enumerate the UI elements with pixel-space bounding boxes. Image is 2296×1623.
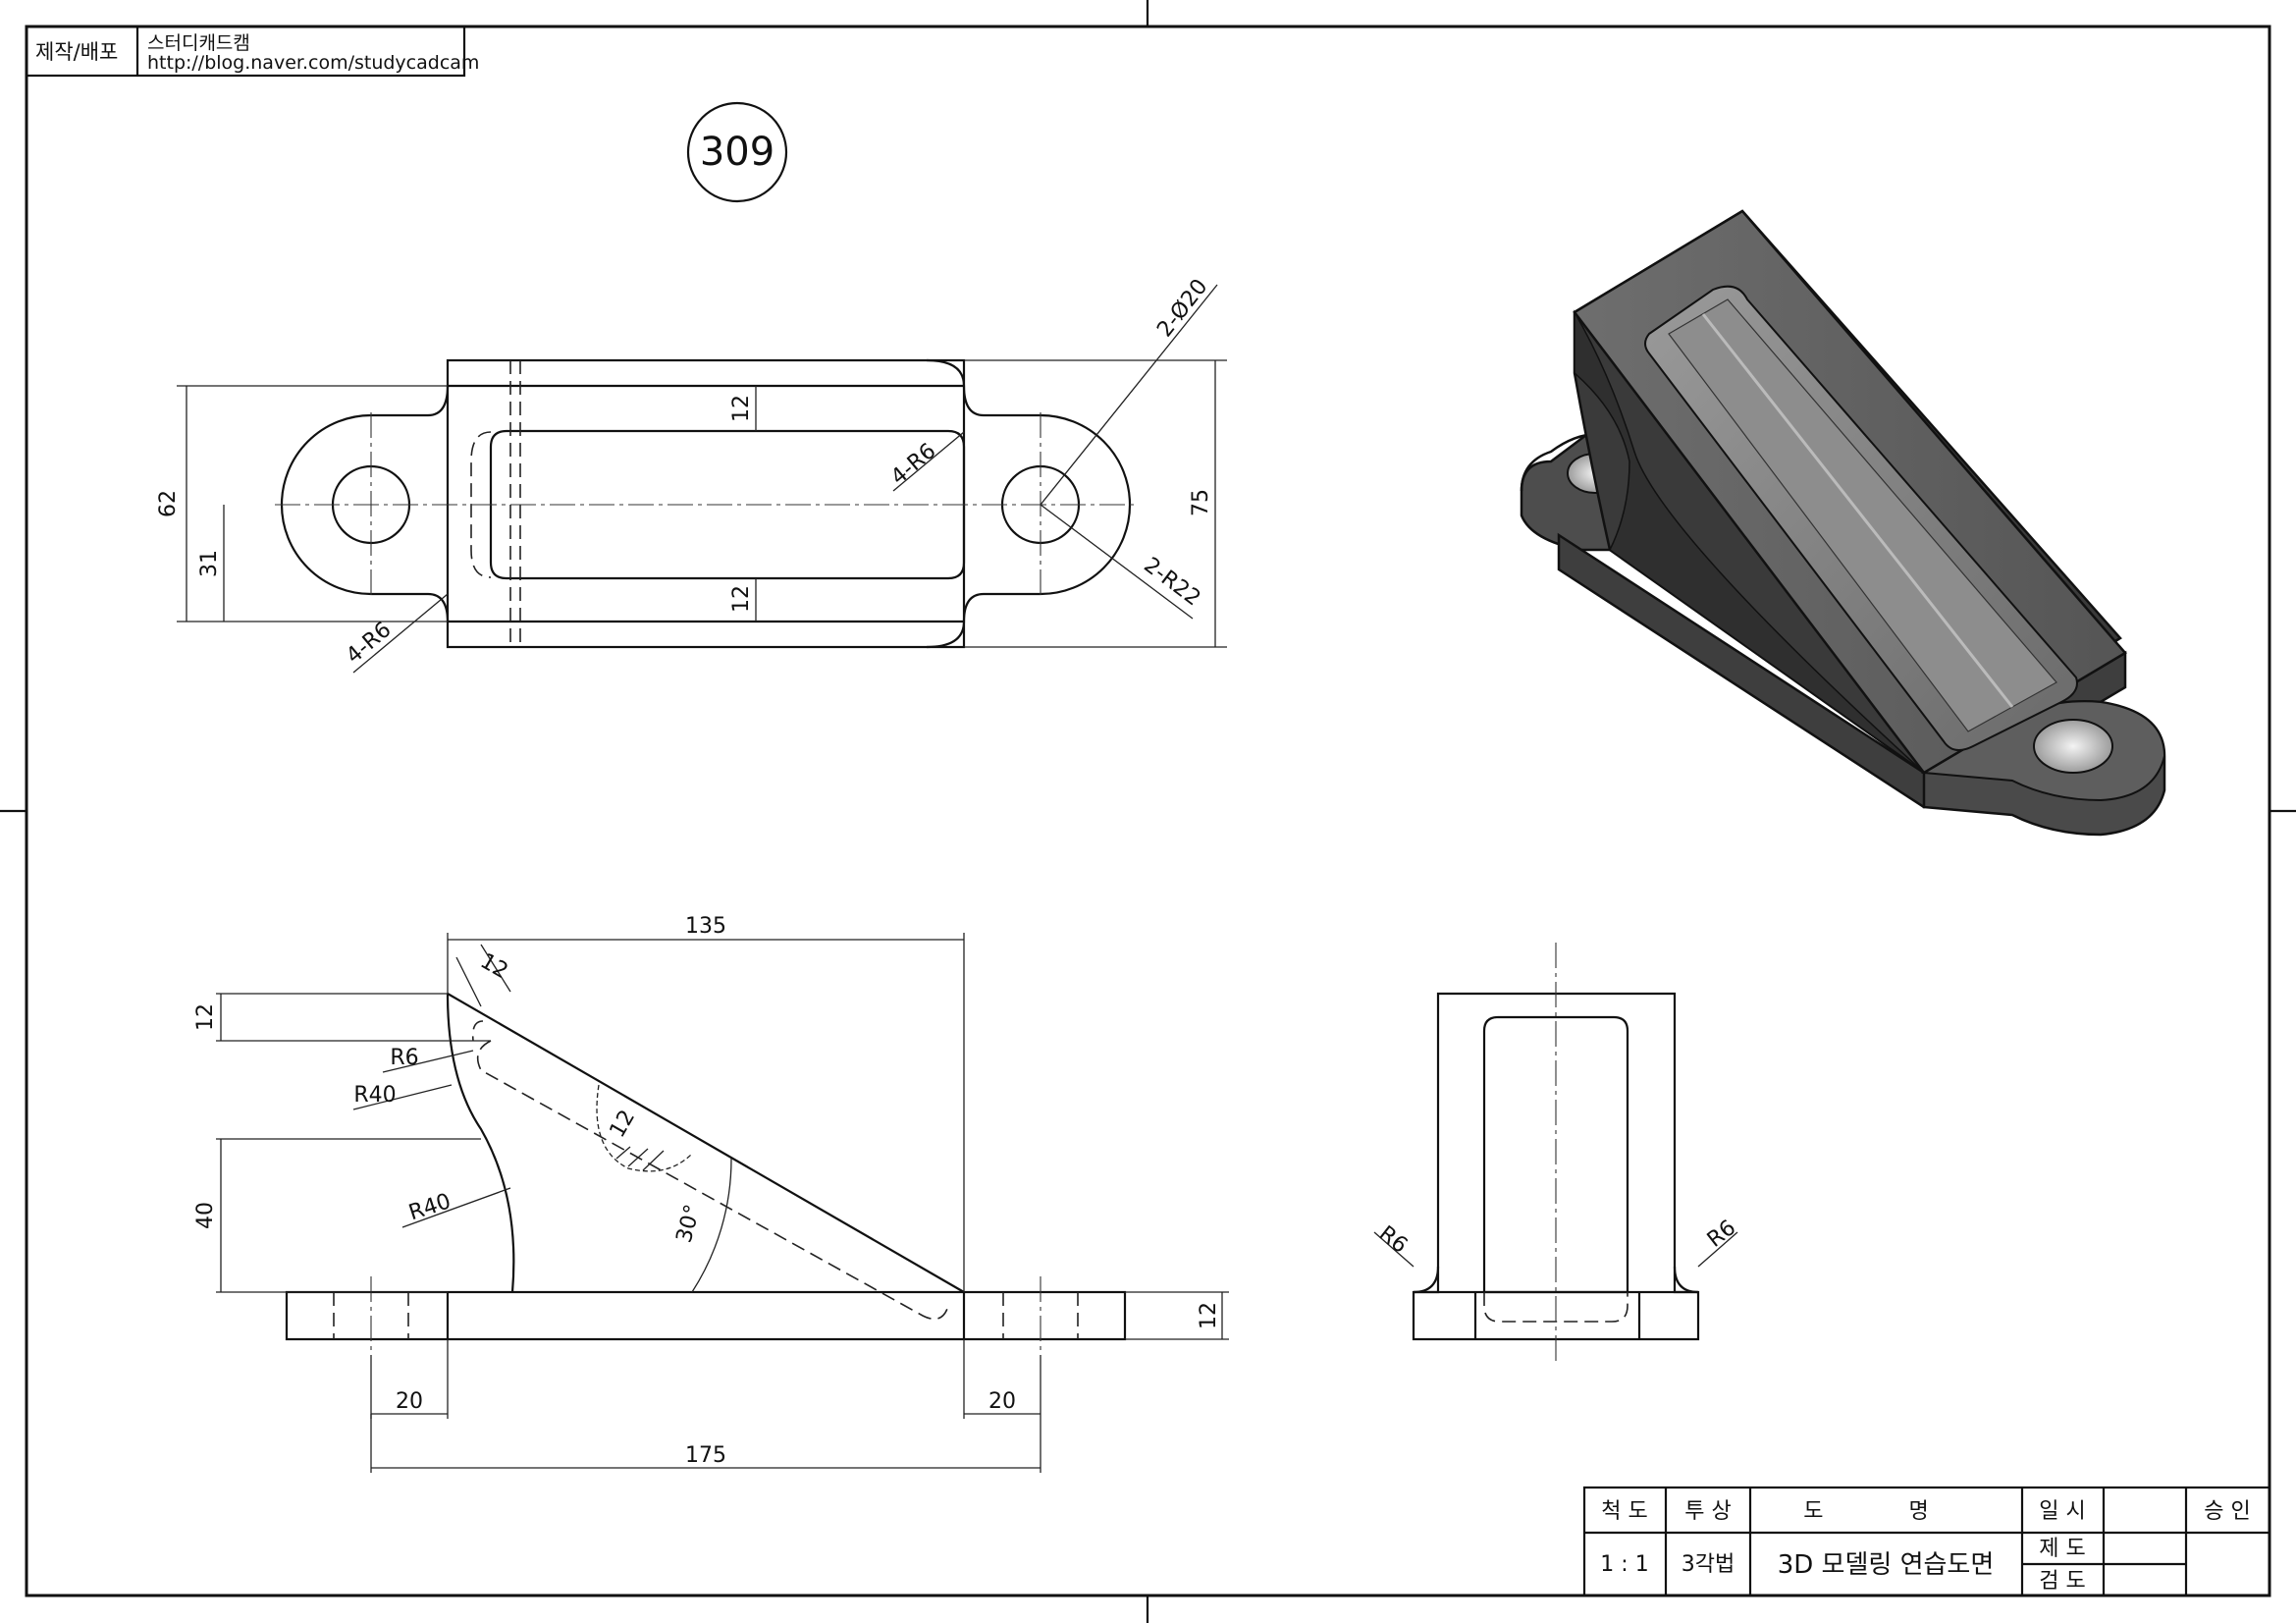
title-name-label: 도 명: [1803, 1499, 1967, 1524]
title-checked-label: 검 도: [2039, 1569, 2085, 1594]
dim-4r6-outer: 4-R6: [342, 618, 396, 669]
dim-31: 31: [197, 550, 222, 577]
side-view: R6 R6: [1373, 943, 1740, 1365]
title-approve-label: 승 인: [2204, 1499, 2250, 1524]
dim-30deg: 30°: [672, 1202, 706, 1245]
drawing-number: 309: [700, 130, 774, 175]
title-scale-value: 1 : 1: [1600, 1552, 1648, 1577]
dim-12-left: 12: [193, 1003, 218, 1031]
dim-12-top: 12: [729, 395, 754, 422]
dim-r40-lower: R40: [406, 1189, 454, 1225]
dim-62: 62: [156, 490, 181, 517]
dim-12-slant: 12: [476, 949, 512, 985]
dim-r6-left: R6: [1374, 1221, 1412, 1259]
dim-12-bottom: 12: [729, 585, 754, 613]
dim-20-left: 20: [396, 1389, 423, 1414]
title-scale-label: 척 도: [1601, 1499, 1647, 1524]
header-author: 스터디캐드캠: [147, 32, 250, 54]
dim-r6: R6: [390, 1046, 418, 1070]
dim-75: 75: [1189, 489, 1213, 516]
dim-2phi20: 2-Ø20: [1152, 275, 1212, 342]
drawing-number-balloon: 309: [686, 101, 788, 203]
title-date-label: 일 시: [2039, 1499, 2085, 1524]
dim-20-right: 20: [988, 1389, 1016, 1414]
title-block: 척 도 투 상 도 명 일 시 승 인 1 : 1 3각법 3D 모델링 연습도…: [1582, 1486, 2271, 1597]
top-view: 62 31 12 12 4-R6 4-R6 2-Ø20 2-R22 75: [156, 275, 1227, 674]
dim-12-inner: 12: [606, 1106, 641, 1142]
isometric-view: [1520, 209, 2166, 837]
dim-4r6-inner: 4-R6: [886, 439, 940, 490]
title-drawn-label: 제 도: [2039, 1537, 2085, 1561]
dim-r40-upper: R40: [353, 1083, 396, 1108]
dim-135: 135: [685, 914, 726, 939]
header-label: 제작/배포: [35, 40, 118, 64]
header-box: 제작/배포 스터디캐드캠 http://blog.naver.com/study…: [25, 25, 479, 78]
dim-r6-right: R6: [1703, 1216, 1740, 1253]
title-name-value: 3D 모델링 연습도면: [1778, 1550, 1995, 1580]
header-url: http://blog.naver.com/studycadcam: [147, 52, 479, 74]
dim-175: 175: [685, 1443, 726, 1468]
title-projection-label: 투 상: [1684, 1499, 1731, 1524]
dim-40: 40: [193, 1202, 218, 1229]
front-view: 135 12 12 R6 R40 40 R40 12 30° 20 20 175…: [193, 914, 1229, 1473]
dim-12-base: 12: [1197, 1302, 1221, 1329]
title-projection-value: 3각법: [1682, 1552, 1735, 1577]
